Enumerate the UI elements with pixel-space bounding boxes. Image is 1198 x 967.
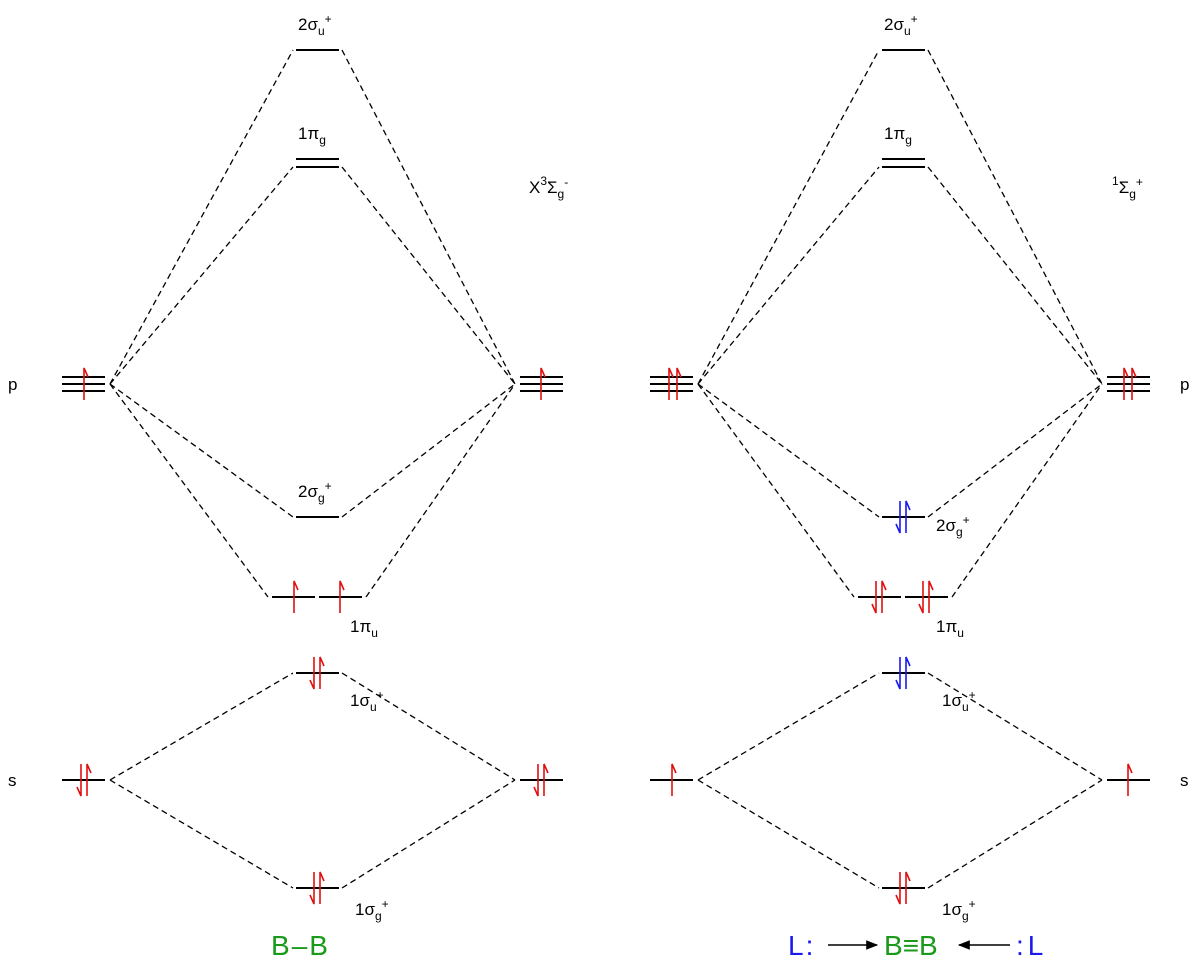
- left-label-s: s: [8, 771, 17, 790]
- left-atom-s-electrons-up: [86, 763, 92, 796]
- left-1sigma-g-electrons-up: [319, 871, 325, 904]
- right-atom-s-electrons-left-diagram-down: [533, 764, 539, 797]
- left-label-1sigma-u: 1σu+: [350, 688, 384, 714]
- right-2sigma-g-electrons-up: [905, 500, 911, 533]
- right-1sigma-g-electrons-down: [895, 872, 901, 905]
- electron-spins: [76, 367, 1137, 905]
- right-1sigma-g-electrons-up: [905, 871, 911, 904]
- left-1sigma-u-electrons-up: [319, 656, 325, 689]
- right-2sigma-g-electrons-down: [895, 501, 901, 534]
- left-state-term: X3Σg-: [529, 174, 568, 201]
- left-1sigma-u-electrons-down: [309, 657, 315, 690]
- left-1pi-u-electron-a: [293, 580, 299, 613]
- right-state-term: 1Σg+: [1112, 174, 1143, 201]
- right-1pi-u-b-electrons-up: [928, 580, 934, 613]
- right-left-atom-p-levels: [650, 376, 693, 392]
- left-atom-s-electrons-down: [76, 764, 82, 797]
- right-formula: L: B≡B :L: [788, 930, 1043, 961]
- right-1sigma-u-electrons-up: [905, 656, 911, 689]
- right-label-1pi-g: 1πg: [884, 124, 912, 147]
- left-1sigma-g-electrons-down: [309, 872, 315, 905]
- right-1pi-u-a-electrons-up: [881, 580, 887, 613]
- right-right-atom-p-levels: [1107, 376, 1150, 392]
- right-label-2sigma-u: 2σu+: [884, 12, 918, 38]
- ligand-right: :L: [1016, 930, 1043, 961]
- left-label-1pi-u: 1πu: [350, 617, 378, 640]
- left-atom-p-electron: [83, 367, 89, 400]
- right-1pi-u-b-electrons-down: [918, 581, 924, 614]
- right-left-atom-p-electron-b: [676, 367, 682, 400]
- left-label-1pi-g: 1πg: [298, 124, 326, 147]
- right-correlation-lines: [697, 49, 1103, 889]
- right-atom-p-electron-left-diagram: [540, 367, 546, 400]
- left-label-2sigma-g: 2σg+: [298, 479, 332, 505]
- left-correlation-lines: [109, 49, 516, 889]
- right-label-1sigma-g: 1σg+: [942, 897, 976, 923]
- left-label-p: p: [8, 375, 17, 394]
- ligand-left: L:: [788, 930, 813, 961]
- right-right-atom-p-electron-b: [1131, 367, 1137, 400]
- right-left-atom-s-electron: [671, 763, 677, 796]
- right-label-1pi-u: 1πu: [936, 617, 964, 640]
- left-formula: B–B: [271, 930, 328, 961]
- right-1pi-u-a-electrons-down: [871, 581, 877, 614]
- right-1sigma-u-electrons-down: [895, 657, 901, 690]
- right-label-p: p: [1180, 375, 1189, 394]
- right-diagram: p s 2σu+ 1πg 2σg+ 1πu 1σu+ 1σg+ 1Σg+ L: …: [650, 12, 1189, 961]
- right-label-1sigma-u: 1σu+: [942, 688, 976, 714]
- right-right-atom-p-electron-a: [1123, 367, 1129, 400]
- right-label-2sigma-g: 2σg+: [936, 513, 970, 539]
- right-atom-s-electrons-left-diagram-up: [543, 763, 549, 796]
- left-diagram: p s 2σu+ 1πg 2σg+ 1πu 1σu+ 1σg+ X3Σg- B–…: [8, 12, 568, 961]
- left-label-2sigma-u: 2σu+: [298, 12, 332, 38]
- left-label-1sigma-g: 1σg+: [355, 897, 389, 923]
- right-label-s: s: [1180, 771, 1189, 790]
- right-left-atom-p-electron-a: [668, 367, 674, 400]
- left-1pi-u-electron-b: [339, 580, 345, 613]
- boron-dimer: B≡B: [884, 930, 938, 961]
- right-right-atom-s-electron: [1127, 763, 1133, 796]
